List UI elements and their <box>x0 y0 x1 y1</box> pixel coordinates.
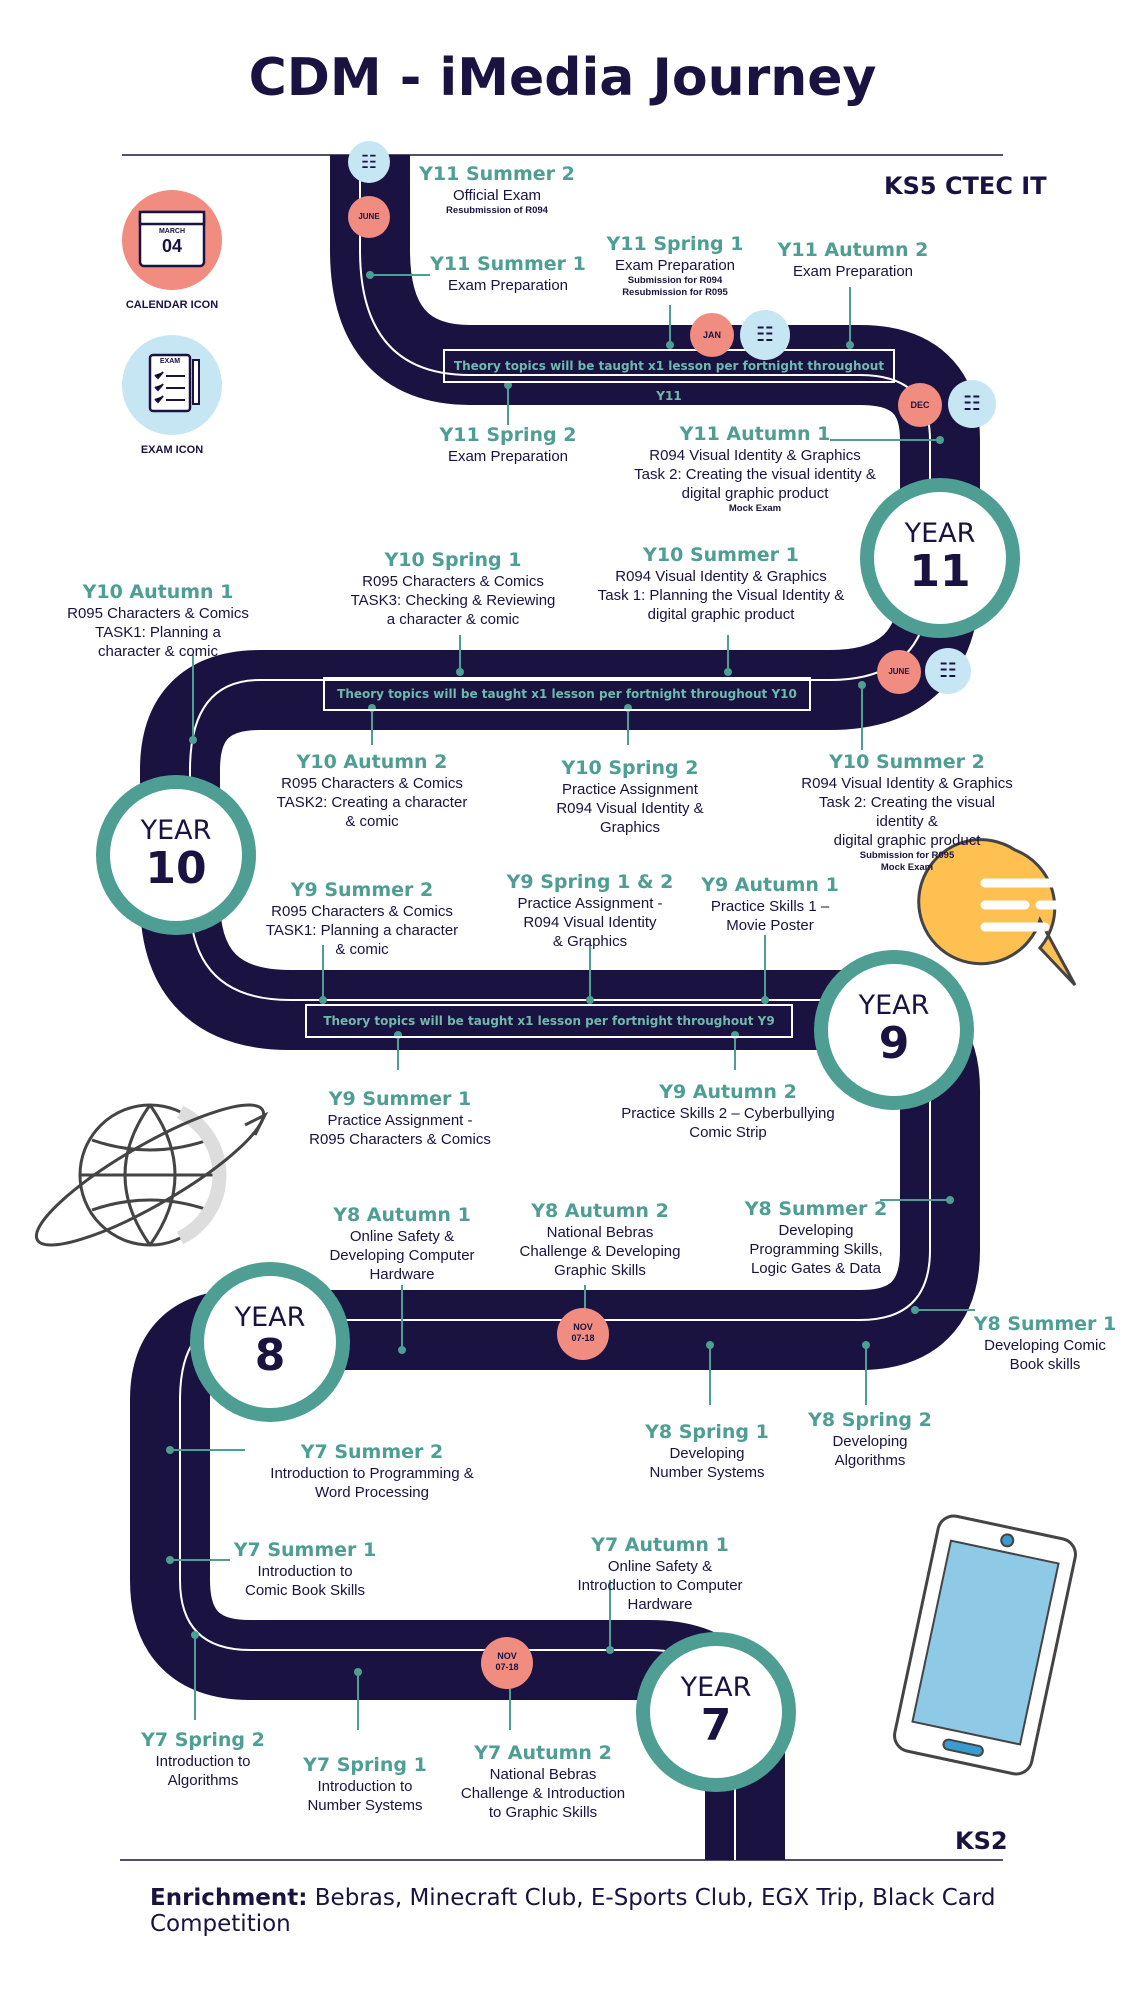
milestone-y8-spring1: Y8 Spring 1 Developing Number Systems <box>645 1421 769 1481</box>
legend-exam-icon <box>122 335 222 435</box>
legend-calendar-month: MARCH <box>158 228 186 235</box>
enrichment-footer: Enrichment: Bebras, Minecraft Club, E-Sp… <box>150 1885 1125 1937</box>
exam-pin-icon: ☷ <box>348 141 390 183</box>
exam-pin-icon: ☷ <box>925 648 971 694</box>
enrichment-text: Bebras, Minecraft Club, E-Sports Club, E… <box>150 1885 996 1937</box>
milestone-y10-spring2: Y10 Spring 2 Practice Assignment R094 Vi… <box>556 757 704 836</box>
calendar-pin-jan-icon: JAN <box>690 313 734 357</box>
milestone-y9-spring12: Y9 Spring 1 & 2 Practice Assignment - R0… <box>506 871 674 950</box>
calendar-pin-june-icon: JUNE <box>348 196 390 238</box>
milestone-y8-spring2: Y8 Spring 2 Developing Algorithms <box>808 1409 932 1469</box>
milestone-y11-summer1: Y11 Summer 1 Exam Preparation <box>430 253 586 294</box>
globe-icon <box>34 1103 269 1247</box>
milestone-y8-autumn2: Y8 Autumn 2 National Bebras Challenge & … <box>519 1200 681 1279</box>
milestone-y11-summer2: Y11 Summer 2 Official Exam Resubmission … <box>419 163 575 216</box>
calendar-icon-caption: CALENDAR ICON <box>125 299 219 311</box>
milestone-y7-summer2: Y7 Summer 2 Introduction to Programming … <box>270 1441 474 1501</box>
ks5-label: KS5 CTEC IT <box>884 172 1047 200</box>
calendar-pin-june-icon: JUNE <box>877 650 921 694</box>
milestone-y10-autumn2: Y10 Autumn 2 R095 Characters & Comics TA… <box>276 751 468 830</box>
ks2-label: KS2 <box>955 1827 1008 1855</box>
milestone-y8-summer2: Y8 Summer 2 Developing Programming Skill… <box>744 1198 888 1277</box>
milestone-y7-autumn1: Y7 Autumn 1 Online Safety & Introduction… <box>577 1534 743 1613</box>
milestone-y10-summer1: Y10 Summer 1 R094 Visual Identity & Grap… <box>597 544 845 623</box>
legend-calendar-day: 04 <box>161 236 183 256</box>
banner-y9: Theory topics will be taught x1 lesson p… <box>305 1004 793 1038</box>
milestone-y11-autumn2: Y11 Autumn 2 Exam Preparation <box>777 239 929 280</box>
banner-y10: Theory topics will be taught x1 lesson p… <box>323 677 811 711</box>
legend-calendar-icon <box>122 190 222 290</box>
milestone-y7-spring2: Y7 Spring 2 Introduction to Algorithms <box>141 1729 265 1789</box>
milestone-y8-summer1: Y8 Summer 1 Developing Comic Book skills <box>973 1313 1117 1373</box>
milestone-y9-autumn1: Y9 Autumn 1 Practice Skills 1 – Movie Po… <box>701 874 839 934</box>
milestone-y9-autumn2: Y9 Autumn 2 Practice Skills 2 – Cyberbul… <box>621 1081 835 1141</box>
milestone-y10-summer2: Y10 Summer 2 R094 Visual Identity & Grap… <box>801 751 1013 873</box>
tablet-icon <box>893 1514 1077 1776</box>
milestone-y7-spring1: Y7 Spring 1 Introduction to Number Syste… <box>303 1754 427 1814</box>
milestone-y11-spring2: Y11 Spring 2 Exam Preparation <box>439 424 577 465</box>
page-title: CDM - iMedia Journey <box>248 48 877 108</box>
milestone-y11-autumn1: Y11 Autumn 1 R094 Visual Identity & Grap… <box>634 423 876 514</box>
speech-bubble-icon <box>917 838 1077 987</box>
milestone-y10-spring1: Y10 Spring 1 R095 Characters & Comics TA… <box>350 549 556 628</box>
milestone-y11-spring1: Y11 Spring 1 Exam Preparation Submission… <box>606 233 744 298</box>
banner-y11: Theory topics will be taught x1 lesson p… <box>443 349 895 403</box>
enrichment-label: Enrichment: <box>150 1885 308 1911</box>
milestone-y7-autumn2: Y7 Autumn 2 National Bebras Challenge & … <box>460 1742 626 1821</box>
exam-icon-caption: EXAM ICON <box>140 444 204 456</box>
calendar-pin-dec-icon: DEC <box>898 383 942 427</box>
milestone-y10-autumn1: Y10 Autumn 1 R095 Characters & Comics TA… <box>67 581 249 660</box>
milestone-y7-summer1: Y7 Summer 1 Introduction to Comic Book S… <box>233 1539 377 1599</box>
legend-exam-text: EXAM <box>159 358 181 365</box>
milestone-y8-autumn1: Y8 Autumn 1 Online Safety & Developing C… <box>329 1204 475 1283</box>
exam-pin-icon: ☷ <box>740 310 790 360</box>
exam-pin-icon: ☷ <box>948 380 996 428</box>
milestone-y9-summer1: Y9 Summer 1 Practice Assignment - R095 C… <box>309 1088 491 1148</box>
milestone-y9-summer2: Y9 Summer 2 R095 Characters & Comics TAS… <box>265 879 459 958</box>
